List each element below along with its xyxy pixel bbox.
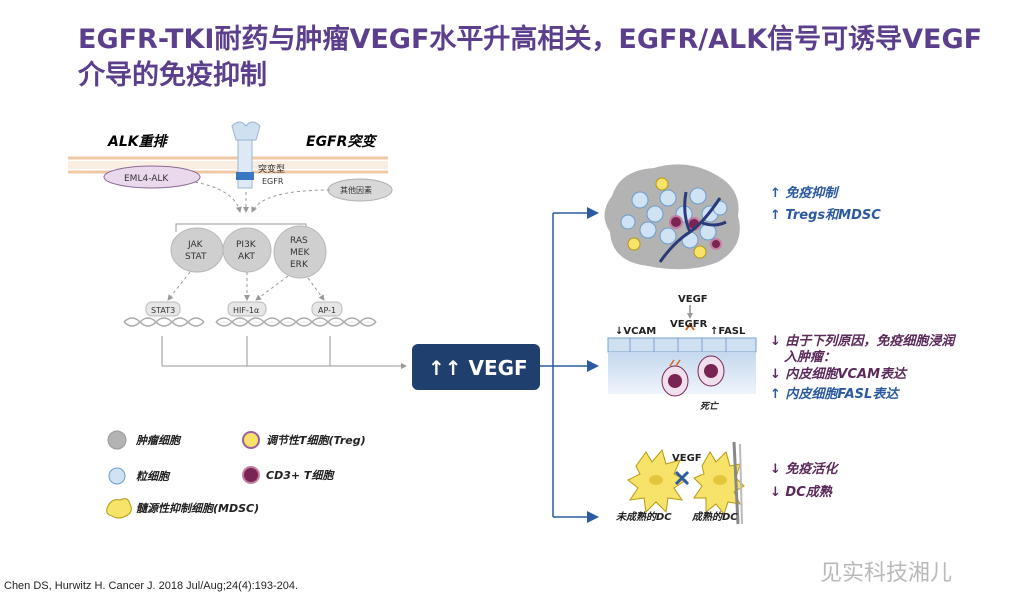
p2-vegf-label: VEGF — [678, 294, 708, 305]
egfr-label: EGFR突变 — [306, 133, 377, 150]
vegf-box-label: ↑↑ VEGF — [428, 356, 528, 380]
legend-cd3-label: CD3+ T细胞 — [266, 469, 335, 482]
transcription-arrows — [167, 271, 325, 301]
ras-mek-erk-node — [273, 225, 327, 279]
legend-granulocyte-icon — [108, 467, 126, 485]
endothelium-illustration — [607, 305, 757, 397]
p2-line3: ↓ 内皮细胞VCAM表达 — [770, 366, 908, 382]
p1-line1: ↑ 免疫抑制 — [770, 185, 840, 201]
pi3k-label: PI3K — [236, 240, 257, 250]
mutant-egfr-label-2: EGFR — [262, 177, 284, 186]
legend-cd3-icon — [242, 466, 260, 484]
legend-tumor-icon — [107, 430, 127, 450]
eml4-alk-shape — [103, 165, 201, 189]
legend-treg-icon — [242, 431, 260, 449]
output-arrows — [540, 207, 599, 523]
p3-line2: ↓ DC成熟 — [770, 484, 833, 500]
ap1-box — [311, 301, 343, 317]
erk-label: ERK — [290, 260, 309, 270]
signal-arrows — [194, 181, 331, 213]
page-title: EGFR-TKI耐药与肿瘤VEGF水平升高相关，EGFR/ALK信号可诱导VEG… — [78, 24, 983, 91]
hif-box — [227, 301, 267, 317]
hif-label: HIF-1α — [233, 306, 259, 315]
pi3k-akt-node — [222, 227, 272, 273]
legend — [106, 430, 260, 519]
p2-fasl-label: ↑FASL — [710, 326, 746, 337]
p1-line2: ↑ Tregs和MDSC — [770, 207, 881, 223]
mature-dc-label: 成熟的DC — [691, 511, 738, 523]
dna-strands — [123, 317, 377, 327]
ap1-label: AP-1 — [318, 306, 336, 315]
p3-line1: ↓ 免疫活化 — [770, 461, 839, 477]
watermark: 见实科技湘儿 — [820, 561, 953, 586]
jak-stat-node — [170, 227, 224, 273]
dendritic-cell-illustration — [627, 441, 745, 525]
other-factors-label: 其他因素 — [340, 185, 372, 195]
ras-label: RAS — [290, 236, 308, 246]
vegf-box — [412, 344, 540, 390]
akt-label: AKT — [238, 252, 255, 262]
legend-granulocyte-label: 粒细胞 — [136, 470, 171, 483]
stat3-box — [145, 301, 181, 317]
p2-line1: ↓ 由于下列原因，免疫细胞浸润 — [770, 333, 956, 349]
vegf-connectors — [161, 336, 407, 369]
p2-vcam-label: ↓VCAM — [615, 326, 656, 337]
p2-death-label: 死亡 — [700, 401, 720, 412]
stat-label: STAT — [185, 252, 207, 262]
legend-treg-label: 调节性T细胞(Treg) — [266, 434, 366, 447]
p2-line4: ↑ 内皮细胞FASL表达 — [770, 386, 900, 402]
legend-mdsc-label: 髓源性抑制细胞(MDSC) — [136, 502, 259, 515]
jak-label: JAK — [187, 240, 204, 250]
legend-mdsc-icon — [106, 498, 132, 519]
legend-tumor-label: 肿瘤细胞 — [135, 434, 182, 447]
eml4-alk-label: EML4-ALK — [124, 174, 169, 184]
stat3-label: STAT3 — [151, 306, 175, 315]
p3-vegf-label: VEGF — [672, 453, 702, 464]
p2-line2: 入肿瘤： — [783, 349, 836, 365]
immature-dc-label: 未成熟的DC — [616, 511, 672, 523]
alk-label: ALK重排 — [107, 133, 169, 150]
citation: Chen DS, Hurwitz H. Cancer J. 2018 Jul/A… — [4, 580, 299, 592]
egfr-receptor — [231, 121, 261, 189]
tumor-microenvironment-illustration — [604, 164, 740, 270]
mek-label: MEK — [290, 248, 310, 258]
mutant-egfr-label-1: 突变型 — [258, 163, 285, 175]
p2-vegfr-label: VEGFR — [670, 319, 708, 330]
